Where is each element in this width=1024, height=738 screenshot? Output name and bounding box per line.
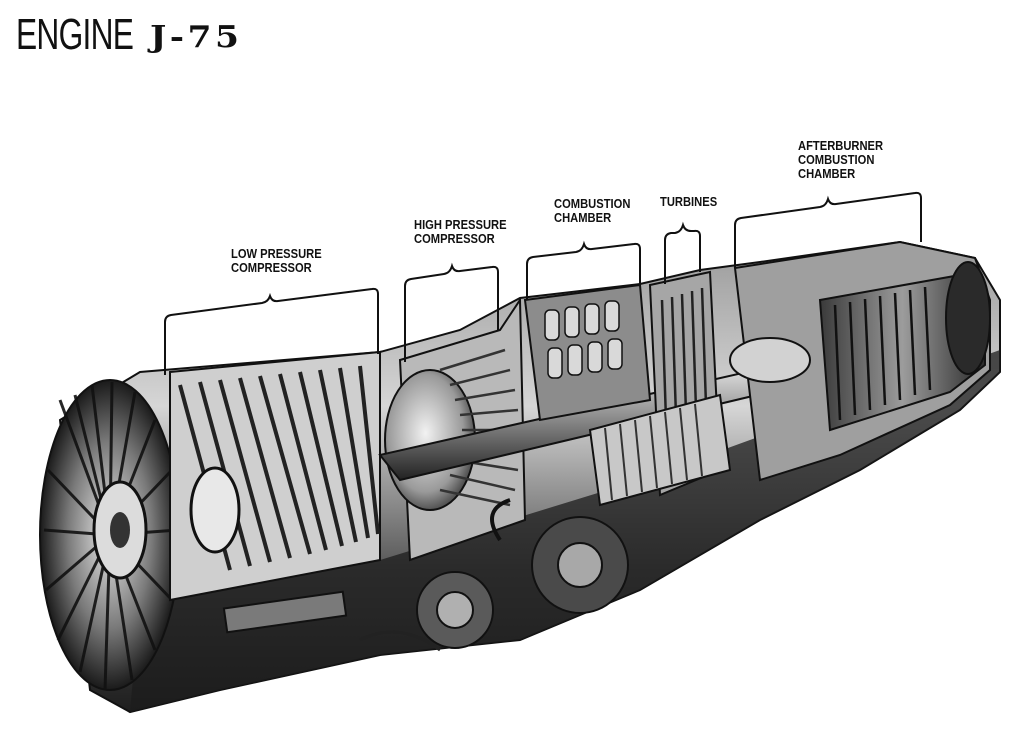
label-line: HIGH PRESSURE (414, 217, 507, 232)
label-line: COMPRESSOR (231, 260, 312, 275)
combustion-chamber-cans (523, 283, 652, 422)
turbine-section (588, 270, 732, 507)
bracket-low-pressure-compressor (164, 287, 379, 375)
label-line: CHAMBER (554, 210, 612, 225)
label-brackets (164, 191, 922, 375)
label-high-pressure-compressor: HIGH PRESSURE COMPRESSOR (414, 218, 507, 246)
label-line: AFTERBURNER (798, 138, 884, 153)
high-pressure-compressor-disc (384, 296, 527, 562)
label-combustion-chamber: COMBUSTION CHAMBER (554, 197, 630, 225)
bracket-combustion-chamber (526, 240, 641, 300)
label-line: LOW PRESSURE (231, 246, 322, 261)
label-line: COMBUSTION (554, 196, 631, 211)
label-line: TURBINES (660, 194, 718, 209)
label-low-pressure-compressor: LOW PRESSURE COMPRESSOR (231, 247, 322, 275)
bracket-turbines (664, 221, 701, 284)
intake-fan (39, 379, 181, 691)
label-line: COMBUSTION (798, 152, 875, 167)
bracket-high-pressure-compressor (404, 262, 499, 362)
label-line: COMPRESSOR (414, 231, 495, 246)
title-engine-model: J-75 (150, 20, 243, 55)
label-afterburner-combustion-chamber: AFTERBURNER COMBUSTION CHAMBER (798, 139, 883, 181)
title-engine-word: ENGINE (16, 10, 134, 59)
low-pressure-compressor-blades (169, 350, 381, 602)
accessory-gearbox (222, 498, 629, 652)
label-line: CHAMBER (798, 166, 856, 181)
afterburner-section (729, 240, 991, 482)
label-turbines: TURBINES (660, 195, 717, 209)
bracket-afterburner-combustion-chamber (734, 191, 922, 268)
